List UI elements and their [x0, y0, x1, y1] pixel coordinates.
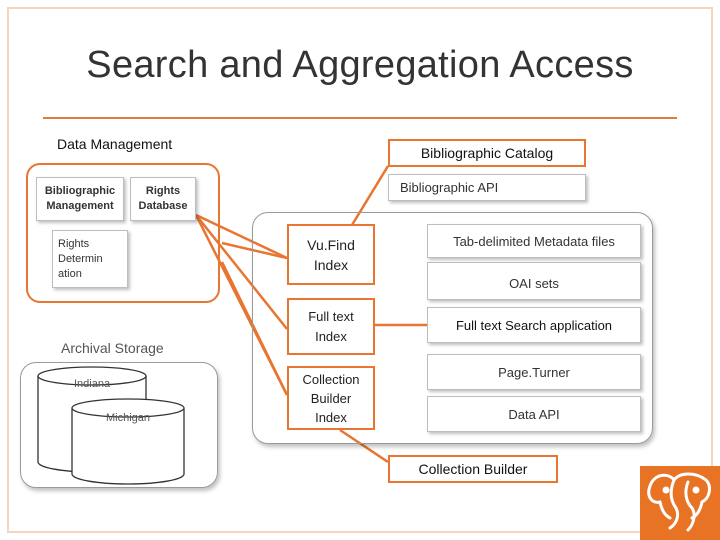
- collection-builder-index-box[interactable]: Collection Builder Index: [287, 366, 375, 430]
- archival-storage-area[interactable]: [20, 362, 218, 488]
- michigan-label: Michigan: [106, 412, 151, 424]
- rights-database-text: Rights Database: [138, 185, 188, 212]
- oai-sets-box[interactable]: OAI sets: [427, 262, 641, 300]
- vufind-index-box[interactable]: Vu.Find Index: [287, 224, 375, 285]
- collection-builder-index-text: Collection Builder Index: [302, 371, 360, 425]
- connector-rights-vufind: [195, 213, 288, 260]
- rights-determination-text: Rights Determin ation: [58, 237, 103, 280]
- data-api-box[interactable]: Data API: [427, 396, 641, 432]
- rights-determination-box[interactable]: Rights Determin ation: [52, 230, 128, 288]
- connector-rights-fulltext: [195, 214, 288, 330]
- pageturner-text: Page.Turner: [498, 364, 570, 380]
- data-api-text: Data API: [508, 406, 560, 422]
- data-management-area[interactable]: [26, 163, 220, 303]
- connector-catalog-vufind: [350, 165, 390, 226]
- bibliographic-management-box[interactable]: Bibliographic Management: [36, 177, 124, 221]
- slide-frame: [7, 7, 713, 533]
- fulltext-search-text: Full text Search application: [455, 317, 613, 333]
- oai-sets-text: OAI sets: [509, 276, 559, 291]
- connector-datamgmt-vufind: [221, 241, 288, 260]
- elephant-logo-icon: [640, 466, 720, 540]
- fulltext-index-text: Full text Index: [308, 308, 354, 344]
- slide-title: Search and Aggregation Access: [86, 44, 634, 86]
- bibliographic-catalog-box[interactable]: Bibliographic Catalog: [388, 139, 586, 167]
- vufind-index-text: Vu.Find Index: [307, 236, 355, 273]
- connector-datamgmt-collection: [220, 261, 289, 396]
- bibliographic-management-text: Bibliographic Management: [44, 185, 116, 212]
- data-management-label: Data Management: [57, 136, 173, 152]
- collection-builder-box[interactable]: Collection Builder: [388, 455, 558, 483]
- title-divider: [43, 117, 677, 119]
- bibliographic-catalog-text: Bibliographic Catalog: [420, 145, 554, 161]
- fulltext-index-box[interactable]: Full text Index: [287, 298, 375, 355]
- indiana-label: Indiana: [74, 378, 111, 390]
- fulltext-search-box[interactable]: Full text Search application: [427, 307, 641, 343]
- services-area[interactable]: [252, 212, 653, 444]
- connector-collection-builder: [339, 428, 389, 464]
- collection-builder-text: Collection Builder: [418, 461, 528, 477]
- rights-database-box[interactable]: Rights Database: [130, 177, 196, 221]
- bibliographic-api-text: Bibliographic API: [400, 180, 499, 195]
- storage-cylinders: [37, 366, 185, 485]
- bibliographic-api-box[interactable]: Bibliographic API: [388, 174, 586, 201]
- tab-delimited-box[interactable]: Tab-delimited Metadata files: [427, 224, 641, 258]
- tab-delimited-text: Tab-delimited Metadata files: [453, 233, 615, 249]
- michigan-cylinder: [71, 398, 185, 485]
- elephant-logo-graphic: [647, 472, 711, 532]
- pageturner-box[interactable]: Page.Turner: [427, 354, 641, 390]
- archival-storage-label: Archival Storage: [61, 340, 164, 356]
